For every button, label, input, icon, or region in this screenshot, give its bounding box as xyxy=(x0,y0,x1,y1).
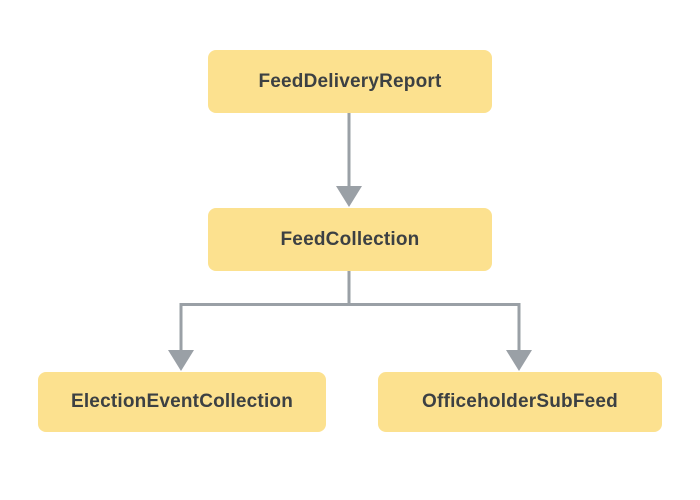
arrowhead-icon xyxy=(336,186,362,207)
node-officeholder-sub-feed: OfficeholderSubFeed xyxy=(378,372,662,432)
node-feed-collection: FeedCollection xyxy=(208,208,492,271)
node-election-event-collection: ElectionEventCollection xyxy=(38,372,326,432)
node-label: FeedDeliveryReport xyxy=(258,70,442,92)
node-label: ElectionEventCollection xyxy=(70,391,294,412)
node-label: OfficeholderSubFeed xyxy=(422,391,618,412)
node-label: FeedCollection xyxy=(280,228,420,250)
arrowhead-icon xyxy=(168,350,194,371)
arrowhead-icon xyxy=(506,350,532,371)
node-feed-delivery-report: FeedDeliveryReport xyxy=(208,50,492,113)
